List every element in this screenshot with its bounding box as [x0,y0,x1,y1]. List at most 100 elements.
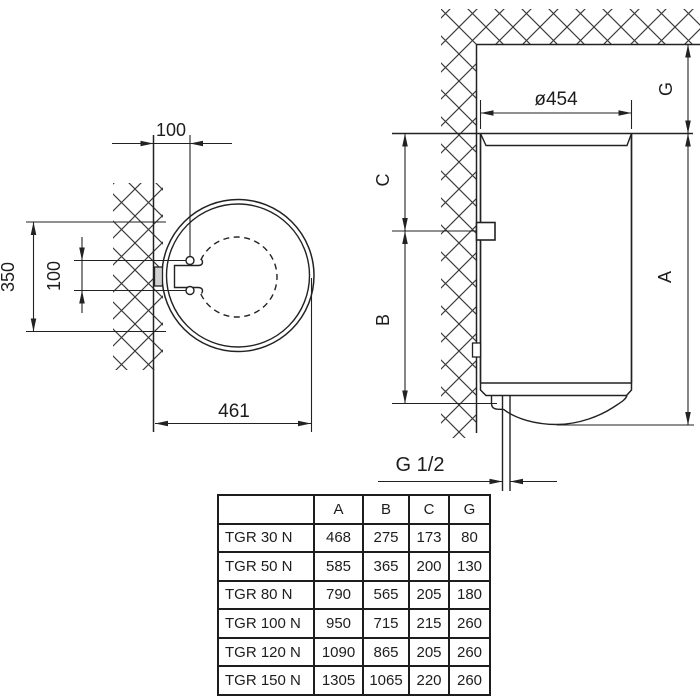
bottom-dome [503,395,628,426]
value-a: 1090 [313,636,364,668]
value-g: 80 [448,522,491,554]
inner-tank-dashed [200,236,278,318]
value-g: 260 [448,665,491,696]
elevation-view: ø454 C B G [373,9,700,491]
value-a: 1305 [313,665,364,696]
col-header-a: A [313,494,364,525]
value-c: 200 [408,551,450,582]
value-g: 260 [448,636,491,668]
dim-b-label: B [373,314,393,326]
dim-mount-height: 350 [0,221,166,333]
value-b: 865 [362,636,410,668]
dimensions-table: A B C G TGR 30 N 468 275 173 80 TGR 50 N… [217,494,491,696]
value-g: 260 [448,608,491,639]
value-c: 205 [408,636,450,668]
dim-g-label: G [656,82,676,96]
arrowhead [79,290,85,304]
dim-bracket-offset: 100 [112,120,232,257]
arrowhead [402,218,408,231]
heater-shell-outer [161,198,315,353]
arrowhead [618,110,632,116]
plan-view: 100 350 100 [0,120,315,432]
drain-fitting [490,395,504,410]
slot-connector-top [197,259,204,267]
table-row: TGR 30 N 468 275 173 80 [217,522,491,554]
bottom-skirt [479,383,633,397]
model-cell: TGR 100 N [217,608,315,639]
heater-body [392,132,693,491]
arrowhead [510,478,523,485]
model-cell: TGR 80 N [217,579,315,611]
arrowhead [402,231,408,244]
value-c: 215 [408,608,450,639]
value-b: 1065 [362,665,410,696]
table-corner-cell [217,494,315,525]
arrowhead [155,420,168,427]
table-row: TGR 150 N 1305 1065 220 260 [217,665,491,696]
anchor-hole-bottom [185,285,195,296]
model-cell: TGR 150 N [217,665,315,696]
col-header-c: C [408,494,450,525]
model-cell: TGR 30 N [217,522,315,554]
slot-outline [173,264,198,289]
arrowhead [685,133,691,147]
arrowhead [190,140,203,147]
dim-depth-label: 461 [218,401,250,422]
body-fill [480,133,632,396]
value-b: 715 [362,608,410,639]
arrowhead [489,478,503,485]
value-a: 585 [313,551,364,582]
value-c: 205 [408,579,450,611]
arrowhead [685,120,691,134]
value-a: 950 [313,608,364,639]
arrowhead [79,247,85,261]
wall-ceiling-hatch [441,9,700,438]
value-a: 790 [313,579,364,611]
wall-bracket-upper [475,221,496,241]
dim-hole-spacing: 100 [44,237,186,313]
col-header-b: B [362,494,410,525]
dim-c-b: C B [373,133,497,405]
value-c: 173 [408,522,450,554]
dim-diameter-label: ø454 [534,89,578,110]
arrowhead [298,420,311,427]
value-b: 365 [362,551,410,582]
thread-label: G 1/2 [396,454,445,476]
value-c: 220 [408,665,450,696]
arrowhead [480,110,494,116]
dim-depth: 461 [155,278,313,432]
value-b: 275 [362,522,410,554]
col-header-g: G [448,494,491,525]
value-g: 130 [448,551,491,582]
wall-tab-lower [471,342,482,358]
dim-a-label: A [655,271,675,283]
heater-shell-inner [165,203,311,348]
top-cap-seam [479,133,633,147]
value-g: 180 [448,579,491,611]
arrowhead [30,222,37,235]
model-cell: TGR 50 N [217,551,315,582]
arrowhead [402,390,408,404]
slot-connector-bottom [197,286,204,294]
arrowhead [30,318,37,332]
value-b: 565 [362,579,410,611]
dim-bracket-offset-label: 100 [156,120,186,140]
table-header-row: A B C G [217,494,491,525]
dim-g-a: G A [557,44,694,426]
table-row: TGR 120 N 1090 865 205 260 [217,636,491,668]
dim-diameter: ø454 [479,89,633,129]
thread-callout: G 1/2 [378,454,557,485]
arrowhead [140,140,154,147]
model-cell: TGR 120 N [217,636,315,668]
arrowhead [402,133,408,147]
table-row: TGR 100 N 950 715 215 260 [217,608,491,639]
value-a: 468 [313,522,364,554]
arrowhead [685,412,691,425]
table-row: TGR 80 N 790 565 205 180 [217,579,491,611]
wall-bracket-plan [153,266,164,287]
arrowhead [685,44,691,58]
table-row: TGR 50 N 585 365 200 130 [217,551,491,582]
anchor-hole-top [185,255,195,266]
